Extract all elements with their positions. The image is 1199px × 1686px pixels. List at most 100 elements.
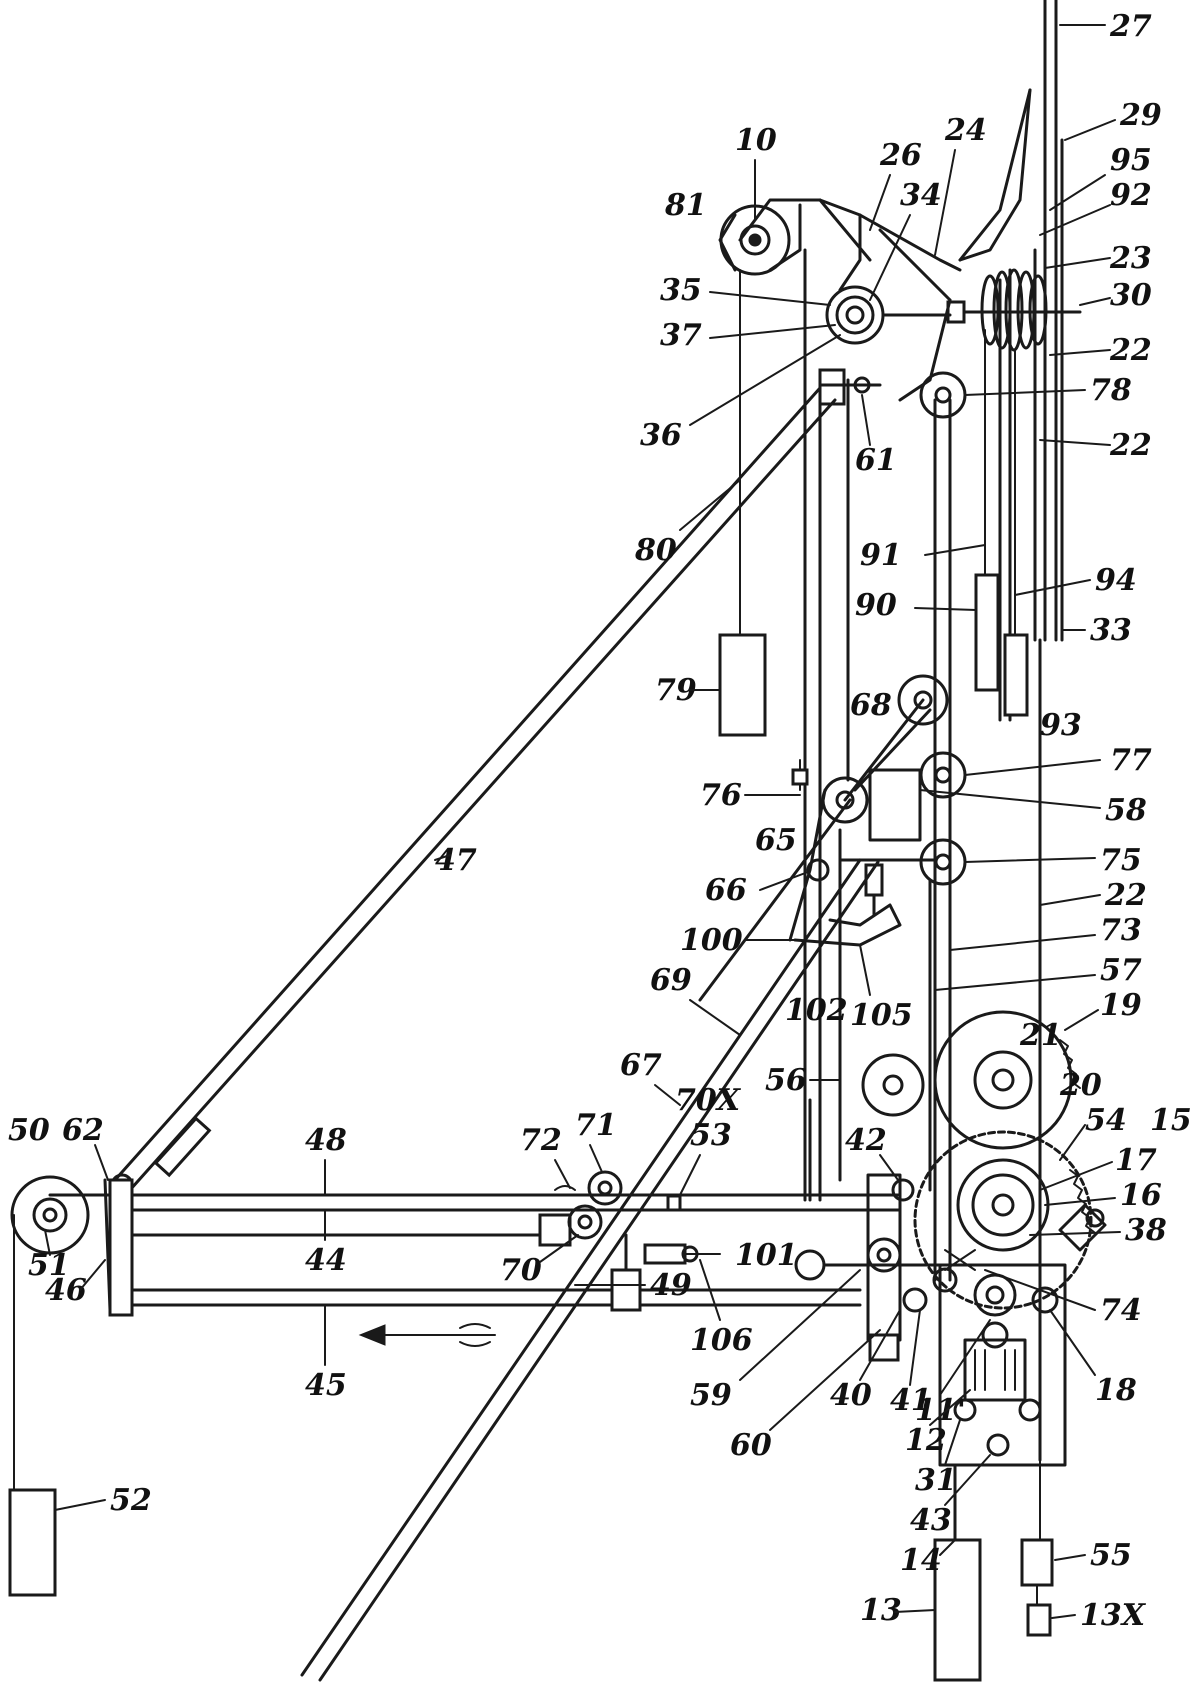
weight-52 — [8, 1488, 57, 1597]
label-81: 81 — [664, 188, 707, 223]
label-52: 52 — [110, 1483, 152, 1518]
label-24: 24 — [944, 113, 987, 148]
pivot-61 — [818, 368, 882, 406]
lever-assembly — [788, 698, 937, 947]
label-55: 55 — [1090, 1538, 1132, 1573]
label-68: 68 — [850, 688, 892, 723]
label-22b: 22 — [1109, 428, 1152, 463]
pulley-50 — [8, 1175, 112, 1597]
base-weights — [933, 1459, 1054, 1682]
label-69: 69 — [650, 963, 692, 998]
label-40: 40 — [830, 1378, 872, 1413]
members-56-57 — [838, 828, 932, 1192]
label-43: 43 — [910, 1503, 952, 1538]
label-70: 70 — [500, 1253, 542, 1288]
weight-79 — [718, 633, 767, 737]
label-19: 19 — [1100, 988, 1142, 1023]
label-106: 106 — [690, 1323, 753, 1358]
label-59: 59 — [690, 1378, 732, 1413]
label-49: 49 — [650, 1268, 692, 1303]
label-37: 37 — [660, 318, 702, 353]
label-74: 74 — [1100, 1293, 1142, 1328]
rod-67 — [300, 798, 880, 1682]
label-35: 35 — [660, 273, 702, 308]
label-102: 102 — [785, 993, 848, 1028]
weight-13X — [1026, 1603, 1052, 1637]
label-27: 27 — [1109, 9, 1152, 44]
label-91: 91 — [860, 538, 902, 573]
label-22a: 22 — [1109, 333, 1152, 368]
label-77: 77 — [1110, 743, 1152, 778]
label-75: 75 — [1100, 843, 1142, 878]
pulley-56 — [861, 1053, 925, 1117]
label-10: 10 — [735, 123, 777, 158]
label-21: 21 — [1019, 1018, 1062, 1053]
label-17: 17 — [1115, 1143, 1157, 1178]
rod-47 — [110, 386, 837, 1197]
label-15: 15 — [1150, 1103, 1192, 1138]
label-60: 60 — [730, 1428, 772, 1463]
label-22c: 22 — [1104, 878, 1147, 913]
label-100: 100 — [680, 923, 743, 958]
pulley-75 — [919, 838, 967, 886]
label-12: 12 — [905, 1423, 947, 1458]
label-23: 23 — [1109, 241, 1152, 276]
label-61: 61 — [855, 443, 897, 478]
label-71: 71 — [575, 1108, 617, 1143]
reference-labels: 27 29 95 92 23 30 22 22 10 81 26 24 34 3… — [8, 9, 1192, 1633]
pulley-stack — [946, 268, 1082, 352]
label-31: 31 — [915, 1463, 957, 1498]
weight-55 — [1020, 1538, 1054, 1587]
label-13: 13 — [860, 1593, 902, 1628]
label-30: 30 — [1110, 278, 1152, 313]
label-34: 34 — [900, 178, 942, 213]
label-48: 48 — [305, 1123, 347, 1158]
label-66: 66 — [705, 873, 747, 908]
label-14: 14 — [900, 1543, 942, 1578]
label-80: 80 — [634, 533, 677, 568]
label-53: 53 — [690, 1118, 732, 1153]
label-57: 57 — [1100, 953, 1142, 988]
weights-90-93 — [974, 329, 1029, 717]
label-44: 44 — [305, 1243, 347, 1278]
cord-80 — [718, 269, 767, 737]
label-92: 92 — [1110, 178, 1152, 213]
label-78: 78 — [1090, 373, 1132, 408]
label-38: 38 — [1125, 1213, 1167, 1248]
lower-mechanism — [794, 1173, 1022, 1362]
pulley-78 — [919, 371, 967, 419]
label-45: 45 — [305, 1368, 347, 1403]
label-72: 72 — [520, 1123, 562, 1158]
label-94: 94 — [1095, 563, 1137, 598]
label-50: 50 — [8, 1113, 50, 1148]
label-56: 56 — [765, 1063, 807, 1098]
gear-15 — [913, 1130, 1095, 1310]
label-13X: 13X — [1080, 1598, 1147, 1633]
label-62: 62 — [62, 1113, 104, 1148]
label-70X: 70X — [675, 1083, 742, 1118]
label-20: 20 — [1059, 1068, 1102, 1103]
pulley-68 — [897, 674, 949, 726]
label-54: 54 — [1085, 1103, 1127, 1138]
label-42: 42 — [845, 1123, 887, 1158]
label-18: 18 — [1095, 1373, 1137, 1408]
label-65: 65 — [755, 823, 797, 858]
label-41: 41 — [890, 1383, 932, 1418]
label-16: 16 — [1120, 1178, 1162, 1213]
arrow-45 — [358, 1323, 496, 1347]
label-33: 33 — [1090, 613, 1132, 648]
bevel-gear-35 — [825, 285, 952, 345]
horizontal-beam — [48, 1178, 902, 1317]
rollers-70-71 — [554, 1170, 682, 1240]
label-58: 58 — [1105, 793, 1147, 828]
gear-19 — [933, 1010, 1081, 1150]
label-105: 105 — [850, 998, 913, 1033]
weight-13 — [933, 1538, 982, 1682]
label-93: 93 — [1040, 708, 1082, 743]
label-29: 29 — [1119, 98, 1162, 133]
label-90: 90 — [855, 588, 897, 623]
housing-11 — [938, 1203, 1107, 1467]
label-73: 73 — [1100, 913, 1142, 948]
label-36: 36 — [640, 418, 682, 453]
